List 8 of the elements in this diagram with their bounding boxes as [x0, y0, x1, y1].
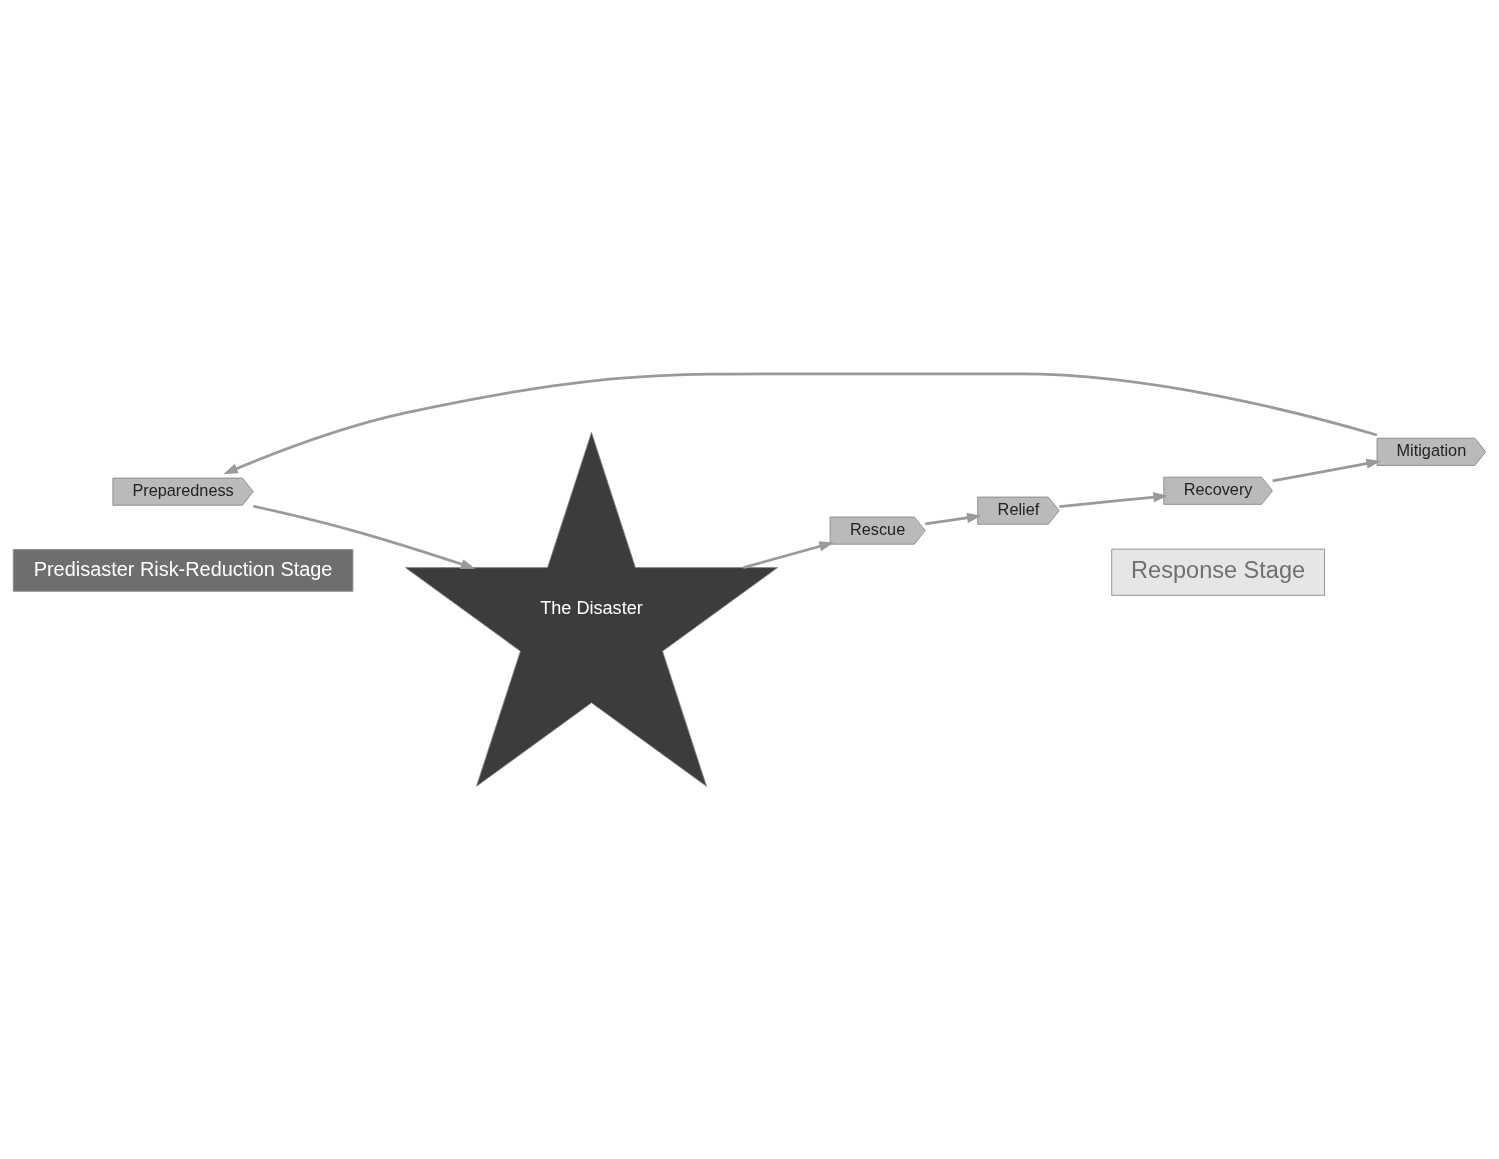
- arrow: [925, 512, 982, 525]
- node-box: Response Stage: [1111, 548, 1325, 596]
- arrow: [253, 504, 476, 569]
- arrow: [1272, 458, 1381, 482]
- arrow: [1059, 491, 1168, 508]
- arrow: [223, 371, 1378, 474]
- node-box: Predisaster Risk-Reduction Stage: [12, 548, 354, 592]
- arrow: [742, 540, 834, 569]
